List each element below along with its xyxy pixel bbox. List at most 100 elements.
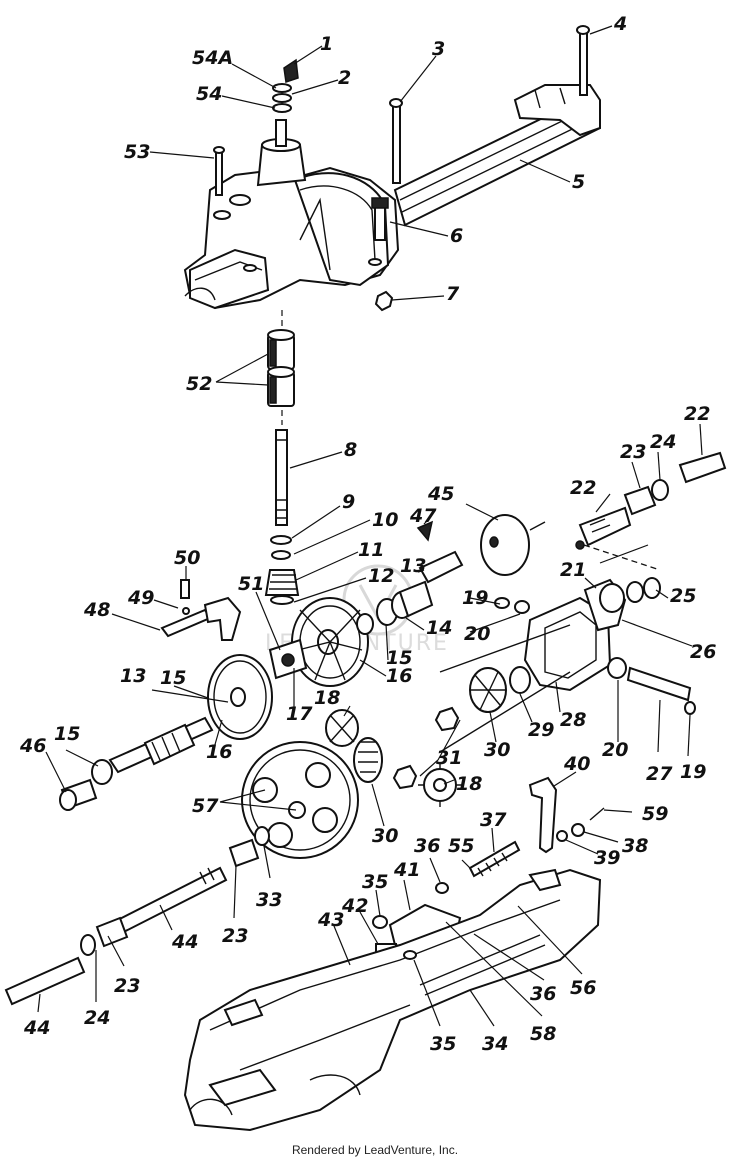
callout-label: 19: [680, 761, 706, 783]
callout-label: 26: [690, 641, 716, 663]
callout-label: 1: [320, 33, 333, 55]
callout-label: 16: [206, 741, 232, 763]
left-axle-44: [4, 866, 228, 1006]
callout-label: 10: [372, 509, 398, 531]
pinion-gear-11: [264, 569, 300, 605]
callout-label: 30: [484, 739, 510, 761]
callout-label: 54A: [192, 47, 233, 69]
upper-axle-housing: [183, 84, 601, 310]
callout-label: 15: [54, 723, 80, 745]
shift-lever-40: [528, 776, 605, 854]
callout-label: 27: [646, 763, 673, 785]
callout-label: 23: [114, 975, 140, 997]
callout-label: 28: [560, 709, 586, 731]
callout-label: 6: [450, 225, 463, 247]
callout-label: 33: [256, 889, 282, 911]
callout-label: 24: [650, 431, 676, 453]
callout-label: 5: [572, 171, 585, 193]
callout-label: 59: [642, 803, 668, 825]
left-shaft-13: [59, 654, 273, 811]
lower-housing-34: [183, 868, 602, 1132]
bolt-37: [435, 840, 521, 894]
callout-label: 38: [622, 835, 648, 857]
callout-label: 37: [480, 809, 507, 831]
callout-label: 15: [160, 667, 186, 689]
callout-label: 56: [570, 977, 596, 999]
callout-label: 44: [171, 931, 198, 953]
callout-label: 3: [432, 38, 445, 60]
spur-gear-57: [241, 741, 359, 859]
callout-label: 29: [528, 719, 554, 741]
bushing-33-23: [228, 826, 270, 868]
callout-label: 9: [342, 491, 355, 513]
callout-label: 15: [386, 647, 412, 669]
nuts-31: [392, 706, 460, 790]
input-shaft-8: [270, 429, 292, 560]
callout-label: 42: [341, 895, 368, 917]
callout-label: 23: [620, 441, 646, 463]
callout-label: 20: [464, 623, 490, 645]
callout-label: 43: [317, 909, 344, 931]
callout-label: 8: [344, 439, 357, 461]
callout-label: 13: [400, 555, 426, 577]
callout-label: 48: [83, 599, 110, 621]
shaft-27: [607, 657, 696, 715]
top-hardware: [213, 25, 590, 312]
bushings-52: [267, 329, 295, 407]
callout-label: 2: [338, 67, 351, 89]
callout-label: 46: [19, 735, 46, 757]
pinion-18a: [325, 709, 359, 747]
callout-label: 31: [436, 747, 462, 769]
callout-label: 54: [196, 83, 222, 105]
callout-label: 16: [386, 665, 412, 687]
callout-label: 52: [186, 373, 212, 395]
callout-label: 58: [530, 1023, 556, 1045]
callout-label: 51: [238, 573, 264, 595]
cover-45: [416, 514, 546, 584]
bevel-gear-30: [469, 666, 531, 713]
callout-label: 18: [314, 687, 340, 709]
callout-label: 41: [393, 859, 420, 881]
callout-label: 22: [684, 403, 710, 425]
callout-label: 35: [362, 871, 388, 893]
callout-label: 17: [286, 703, 313, 725]
callout-label: 55: [448, 835, 474, 857]
callout-label: 39: [594, 847, 620, 869]
pinion-18b: [418, 763, 462, 807]
callout-label: 24: [84, 1007, 110, 1029]
callout-label: 4: [613, 13, 627, 35]
callout-label: 34: [482, 1033, 508, 1055]
callout-label: 40: [563, 753, 590, 775]
callout-label: 11: [358, 539, 384, 561]
callout-label: 23: [222, 925, 248, 947]
callout-label: 45: [427, 483, 454, 505]
right-axle-parts: [575, 451, 727, 571]
washers-14-15: [356, 580, 434, 635]
washers-19-20: [494, 597, 530, 614]
callout-label: 25: [670, 585, 696, 607]
callout-label: 19: [462, 587, 488, 609]
spider-17: [268, 638, 308, 680]
shift-fork-48: [160, 579, 242, 641]
callout-labels: 1 54A 2 54 3 4 53 5 6 7 52 8 9 10 11 12 …: [19, 13, 716, 1055]
callout-label: 14: [426, 617, 452, 639]
callout-label: 50: [174, 547, 200, 569]
callout-label: 35: [430, 1033, 456, 1055]
callout-label: 30: [372, 825, 398, 847]
callout-label: 53: [124, 141, 150, 163]
callout-label: 21: [560, 559, 586, 581]
callout-label: 49: [127, 587, 154, 609]
callout-label: 20: [602, 739, 628, 761]
diff-case-28: [439, 577, 661, 753]
callout-label: 47: [409, 505, 437, 527]
callout-label: 36: [414, 835, 440, 857]
callout-label: 44: [23, 1017, 50, 1039]
callout-label: 36: [530, 983, 556, 1005]
callout-label: 18: [456, 773, 482, 795]
callout-label: 12: [368, 565, 394, 587]
callout-label: 22: [570, 477, 596, 499]
callout-label: 7: [446, 283, 460, 305]
leader-lines: [37, 25, 703, 1027]
footer-credit: Rendered by LeadVenture, Inc.: [292, 1143, 458, 1157]
